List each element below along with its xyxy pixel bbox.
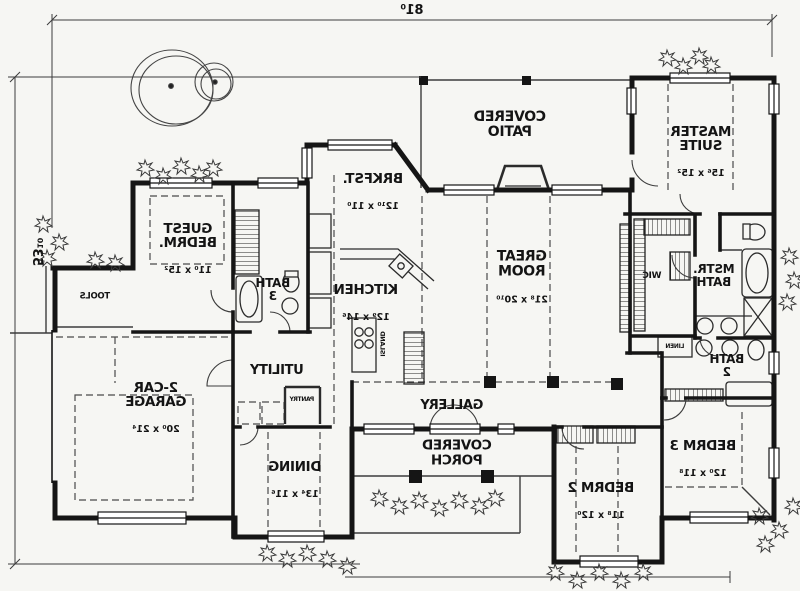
room-label-pantry: PANTRY [289,395,315,403]
interior-walls [131,181,776,539]
bedrm2-name: BEDRM 2 [567,479,635,496]
brkfst-name: BRKFST. [342,170,404,187]
tree-icons [130,49,234,127]
bedrm3-dims: 12⁰ x 11⁸ [679,467,727,479]
room-label-bedrm3: BEDRM 3 12⁰ x 11⁸ [670,424,737,494]
master-suite-dims: 15⁶ x 15² [677,168,725,180]
closet-hatching [234,209,724,444]
room-label-utility: UTILITY [250,362,304,378]
garage-name: 2-CAR GARAGE [125,379,187,411]
room-label-bath2: BATH 2 [709,352,745,379]
room-label-wic: WIC [642,271,662,282]
fixtures [235,164,774,424]
room-label-gallery: GALLERY [420,397,484,413]
room-label-brkfst: BRKFST. 12¹⁰ x 11⁰ [343,157,403,227]
room-label-mstr-bath: MSTR. BATH [693,262,735,289]
master-suite-name: MASTER SUITE [670,123,732,155]
dining-name: DINING [268,458,322,475]
bedrm2-dims: 11⁸ x 12⁰ [577,509,625,521]
room-label-covered-porch: COVERED PORCH [422,437,492,468]
guest-bedrm-dims: 11⁰ x 15² [164,265,212,277]
room-label-great-room: GREAT ROOM 21⁸ x 20¹⁰ [496,235,548,322]
garage-dims: 20⁰ x 21⁴ [132,424,180,436]
room-label-guest-bedrm: GUEST BEDRM. 11⁰ x 15² [159,207,217,291]
guest-bedrm-name: GUEST BEDRM. [159,220,217,252]
bedrm3-name: BEDRM 3 [669,437,737,454]
overall-depth-dimension: 53¹⁰ [29,237,45,267]
room-label-bedrm2: BEDRM 2 11⁸ x 12⁰ [568,466,635,536]
room-label-bath3: BATH 3 [255,276,291,303]
overall-width-dimension: 81⁰ [400,2,424,18]
porch-posts [409,76,623,483]
room-label-covered-patio: COVERED PATIO [473,108,547,140]
kitchen-dims: 12⁹ x 14⁶ [342,311,390,323]
room-label-dining: DINING 13⁴ x 11⁶ [268,445,321,515]
dimension-lines [8,14,778,583]
room-label-linen: LINEN [665,342,685,350]
island-label: ISLAND [378,331,387,357]
brkfst-dims: 12¹⁰ x 11⁰ [347,200,399,212]
door-arcs [206,159,719,450]
great-room-name: GREAT ROOM [497,248,547,280]
windows [97,72,780,568]
great-room-dims: 21⁸ x 20¹⁰ [496,295,548,307]
kitchen-name: KITCHEN [333,281,399,298]
room-label-tools: TOOLS [79,291,111,302]
room-label-garage: 2-CAR GARAGE 20⁰ x 21⁴ [126,366,187,450]
dining-dims: 13⁴ x 11⁶ [271,488,319,500]
room-label-master-suite: MASTER SUITE 15⁶ x 15² [671,110,732,194]
room-label-kitchen: KITCHEN 12⁹ x 14⁶ [334,268,398,338]
